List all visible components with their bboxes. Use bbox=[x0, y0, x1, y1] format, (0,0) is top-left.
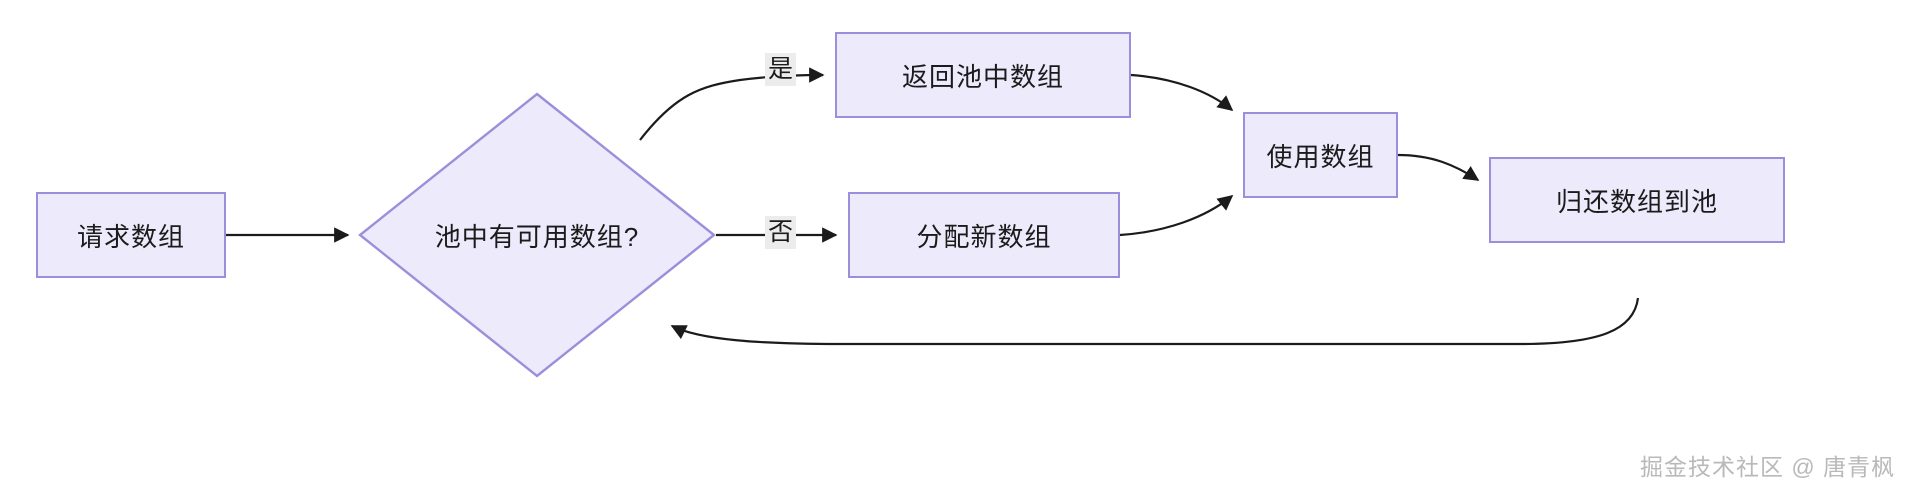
edge-label-no: 否 bbox=[765, 216, 797, 249]
node-return-array-to-pool-label: 归还数组到池 bbox=[1555, 186, 1718, 217]
watermark-text: 掘金技术社区 @ 唐青枫 bbox=[1640, 454, 1896, 480]
edge-reuse-to-use bbox=[1130, 73, 1234, 111]
node-request-array-label: 请求数组 bbox=[76, 221, 185, 252]
node-use-array[interactable]: 使用数组 bbox=[1243, 112, 1398, 198]
node-allocate-new-array[interactable]: 分配新数组 bbox=[848, 192, 1120, 278]
edge-use-to-return bbox=[1397, 153, 1480, 181]
node-use-array-label: 使用数组 bbox=[1266, 141, 1375, 172]
edge-label-no-text: 否 bbox=[768, 218, 794, 246]
edge-decision-to-reuse bbox=[639, 67, 825, 141]
edge-label-yes-text: 是 bbox=[768, 55, 794, 83]
edge-label-yes: 是 bbox=[765, 53, 797, 86]
watermark: 掘金技术社区 @ 唐青枫 bbox=[1640, 448, 1895, 482]
node-return-pooled-array[interactable]: 返回池中数组 bbox=[835, 32, 1131, 118]
diamond-shape bbox=[358, 92, 716, 378]
node-return-array-to-pool[interactable]: 归还数组到池 bbox=[1489, 157, 1785, 243]
node-pool-has-array-decision[interactable]: 池中有可用数组? bbox=[358, 92, 716, 378]
edge-allocate-to-use bbox=[1119, 195, 1234, 237]
node-allocate-new-array-label: 分配新数组 bbox=[916, 221, 1052, 252]
node-return-pooled-array-label: 返回池中数组 bbox=[901, 61, 1064, 92]
node-request-array[interactable]: 请求数组 bbox=[36, 192, 226, 278]
edge-return-to-decision bbox=[670, 297, 1640, 346]
node-pool-has-array-decision-label: 池中有可用数组? bbox=[434, 221, 640, 252]
